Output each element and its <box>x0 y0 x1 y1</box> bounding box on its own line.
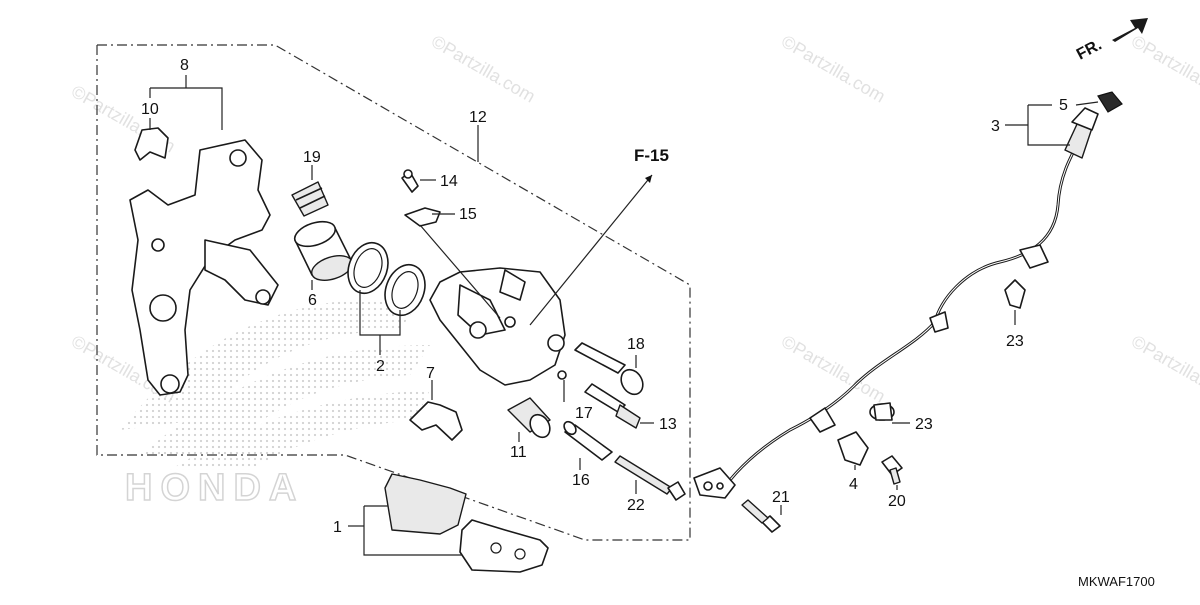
brand-logo-watermark: HONDA <box>120 298 430 510</box>
reference-arrow-icon <box>529 174 653 326</box>
callout-10[interactable]: 10 <box>141 101 159 118</box>
caliper-bracket-part <box>129 139 279 396</box>
watermark-text: ©Partzilla.com <box>778 31 889 106</box>
bleeder-cap-part <box>404 207 441 227</box>
callout-numbers: 8 10 12 19 14 15 6 2 7 18 17 13 11 16 22… <box>141 57 1068 536</box>
sensor-bolt-part <box>741 499 781 533</box>
callout-11[interactable]: 11 <box>510 444 527 461</box>
connector-cap-part <box>1097 91 1123 113</box>
callout-19[interactable]: 19 <box>303 149 321 166</box>
pad-clip-part <box>134 127 169 161</box>
callout-17[interactable]: 17 <box>575 405 593 422</box>
leader-lines <box>149 75 1099 556</box>
callout-22[interactable]: 22 <box>627 497 645 514</box>
callout-13[interactable]: 13 <box>659 416 677 433</box>
reference-label[interactable]: F-15 <box>634 146 669 165</box>
callout-5[interactable]: 5 <box>1059 97 1068 114</box>
pin-bolt-part <box>584 383 641 429</box>
callout-2[interactable]: 2 <box>376 358 385 375</box>
abs-sensor-part <box>693 107 1099 499</box>
callout-6[interactable]: 6 <box>308 292 317 309</box>
piston-part <box>293 220 353 282</box>
callout-23[interactable]: 23 <box>915 416 933 433</box>
piston-seal-set-part <box>347 241 426 317</box>
callout-21[interactable]: 21 <box>772 489 790 506</box>
callout-7[interactable]: 7 <box>426 365 435 382</box>
watermark-text: ©Partzilla.com <box>1128 31 1200 106</box>
callout-4[interactable]: 4 <box>849 476 858 493</box>
watermark-text: ©Partzilla.com <box>1128 331 1200 406</box>
callout-20[interactable]: 20 <box>888 493 906 510</box>
catalog-code: MKWAF1700 <box>1078 574 1155 589</box>
wire-clamp-part <box>869 402 895 421</box>
stay-bolt-part <box>881 455 903 485</box>
callout-12[interactable]: 12 <box>469 109 487 126</box>
pin-boot-part <box>507 397 551 439</box>
front-direction-label: FR. <box>1074 36 1105 63</box>
callout-18[interactable]: 18 <box>627 336 645 353</box>
callout-14[interactable]: 14 <box>440 173 458 190</box>
pad-spring-part <box>409 401 463 441</box>
pin-sleeve-part <box>563 420 613 461</box>
brake-pad-set-part <box>384 473 549 573</box>
callout-3[interactable]: 3 <box>991 118 1000 135</box>
washer-part <box>557 370 567 380</box>
callout-16[interactable]: 16 <box>572 472 590 489</box>
sensor-stay-part <box>837 431 869 466</box>
boot-part <box>291 181 329 217</box>
bleeder-valve-part <box>401 169 419 193</box>
callout-15[interactable]: 15 <box>459 206 477 223</box>
caliper-body-part <box>429 267 566 386</box>
watermark-text: ©Partzilla.com <box>428 31 539 106</box>
wire-clamp-part <box>1004 279 1026 309</box>
brand-watermark-text: HONDA <box>125 467 304 509</box>
callout-8[interactable]: 8 <box>180 57 189 74</box>
assembly-boundary <box>96 44 691 541</box>
callout-1[interactable]: 1 <box>333 519 342 536</box>
caliper-pin-part <box>574 342 644 396</box>
callout-23[interactable]: 23 <box>1006 333 1024 350</box>
mounting-bolt-part <box>614 455 686 501</box>
